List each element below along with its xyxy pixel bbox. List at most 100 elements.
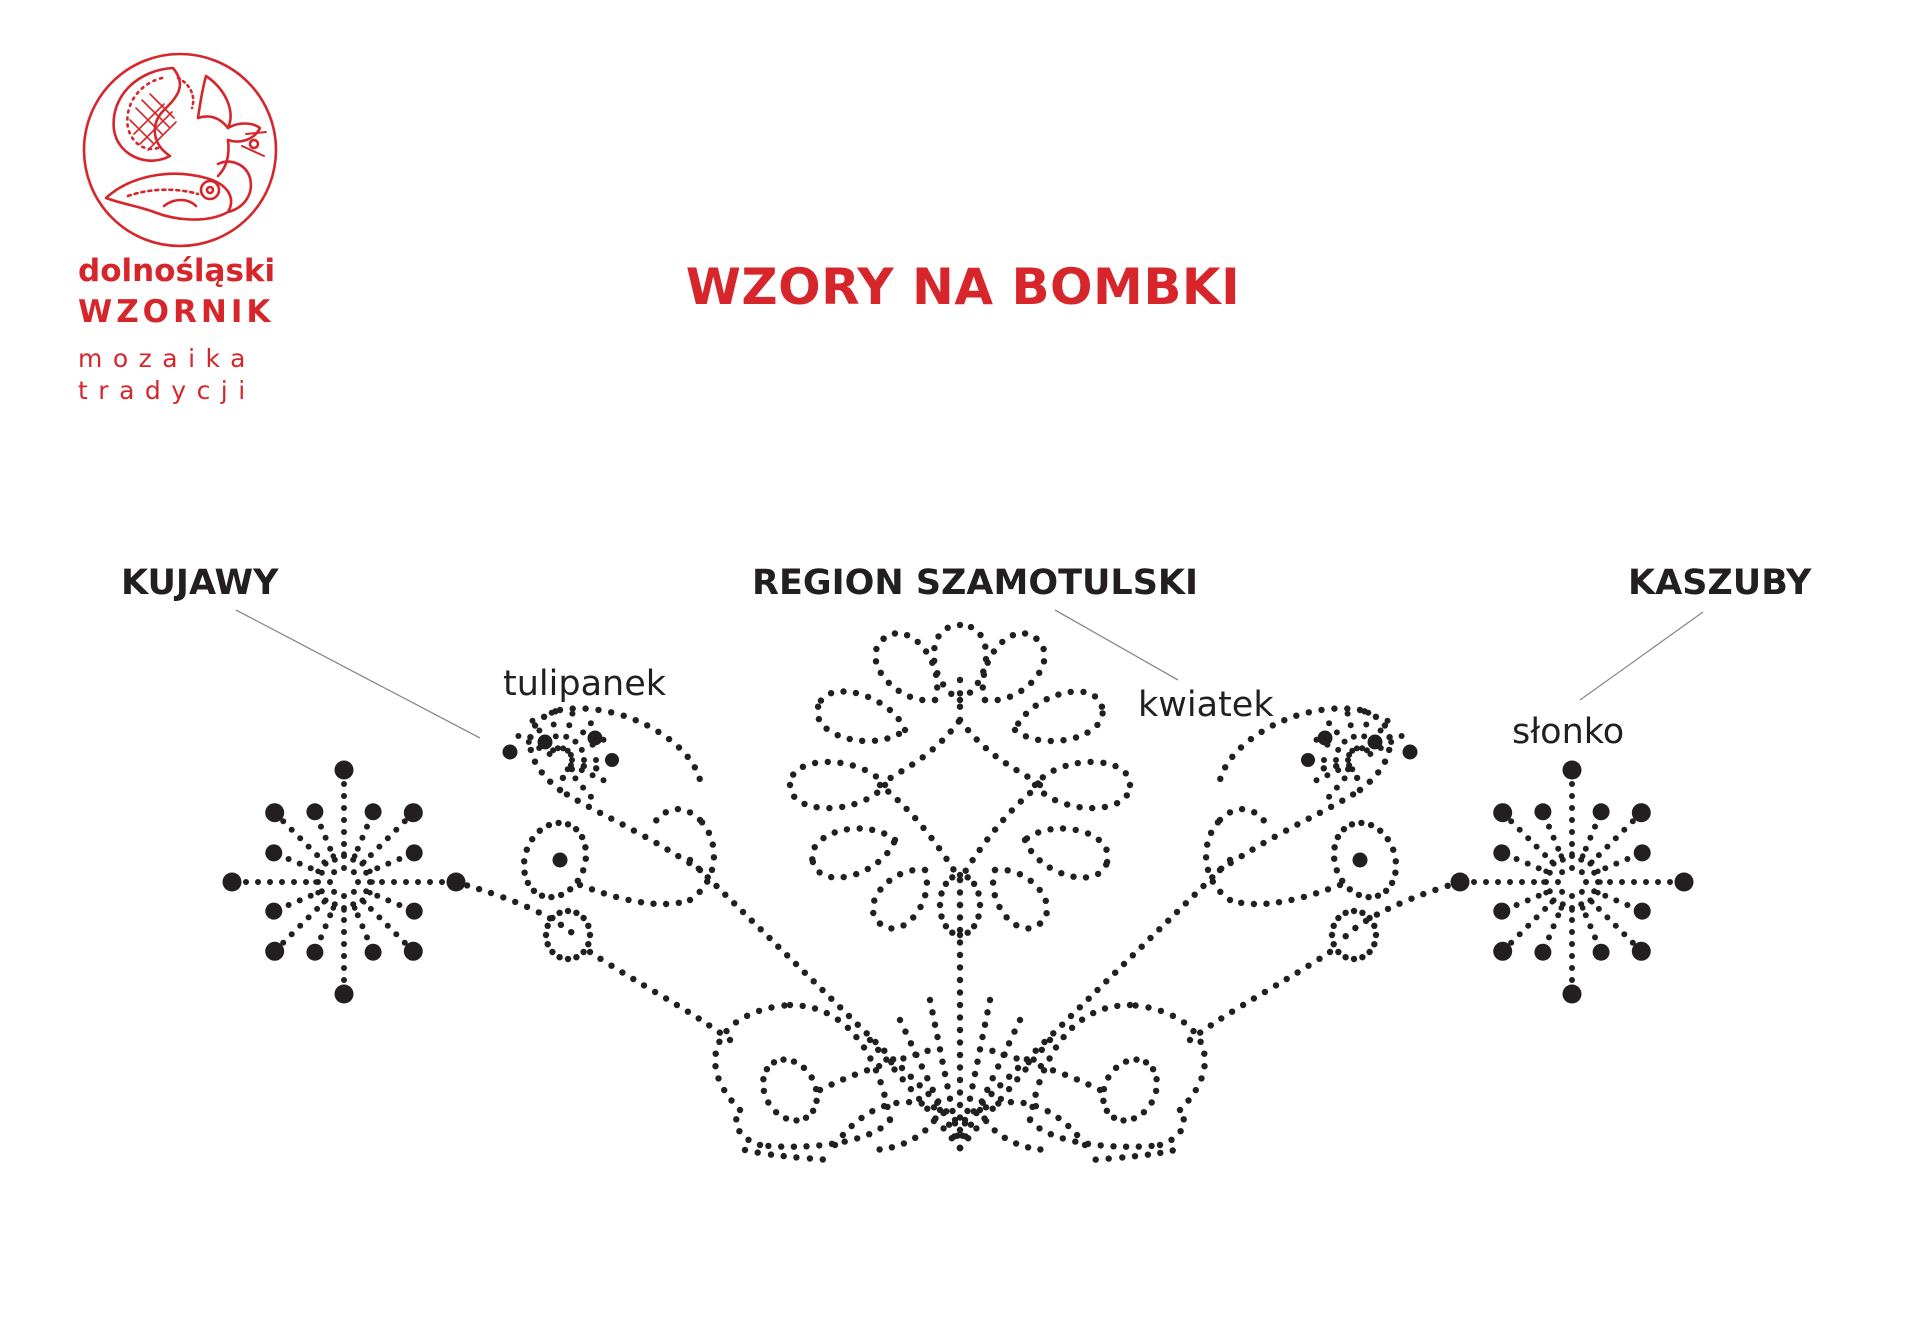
pattern-dot <box>1201 1063 1208 1070</box>
pattern-dot <box>580 948 587 956</box>
pattern-dot <box>880 1102 888 1110</box>
pattern-dot <box>816 1142 823 1149</box>
pattern-dot <box>588 886 596 893</box>
pattern-dot <box>1345 757 1351 763</box>
pattern-dot <box>674 805 682 813</box>
pattern-dot <box>564 955 572 963</box>
pattern-dot <box>866 1131 873 1138</box>
pattern-dot <box>608 962 615 969</box>
pattern-dot <box>1569 805 1575 811</box>
pattern-dot <box>318 823 324 830</box>
pattern-dot <box>1621 931 1628 938</box>
pattern-dot <box>502 744 518 760</box>
pattern-dot <box>1036 1125 1043 1132</box>
pattern-dot <box>1358 819 1365 827</box>
pattern-dot <box>778 1143 785 1150</box>
pattern-dot <box>808 1074 815 1081</box>
pattern-dot <box>587 720 594 727</box>
pattern-dot <box>813 804 820 811</box>
pattern-dot <box>1126 1001 1134 1009</box>
pattern-dot <box>1579 905 1586 911</box>
logo-line-3: mozaika <box>78 344 256 373</box>
pattern-dot <box>881 1047 888 1054</box>
pattern-dot <box>1516 826 1523 833</box>
pattern-dot <box>770 1059 778 1066</box>
pattern-dot <box>341 907 347 913</box>
pattern-dot <box>733 1116 740 1123</box>
pattern-dot <box>385 897 392 904</box>
pattern-dot <box>1216 816 1224 824</box>
pattern-dot <box>564 907 572 915</box>
pattern-dot <box>775 943 782 950</box>
pattern-dot <box>1238 805 1246 813</box>
pattern-dot <box>1004 867 1011 874</box>
pattern-dot <box>552 733 559 740</box>
pattern-dot <box>1288 896 1295 904</box>
pattern-dot <box>314 905 321 912</box>
pattern-dot <box>1192 1086 1200 1094</box>
pattern-dot <box>1569 793 1575 799</box>
pattern-dot <box>756 1141 764 1149</box>
pattern-dot <box>662 900 670 908</box>
pattern-dot <box>828 1081 835 1088</box>
pattern-dot <box>1578 869 1585 876</box>
pattern-dot <box>1359 909 1366 916</box>
pattern-dot <box>907 1073 914 1080</box>
pattern-dot <box>867 1055 874 1062</box>
pattern-dot <box>1516 931 1523 938</box>
pattern-dot <box>662 809 669 816</box>
pattern-dot <box>1263 900 1270 907</box>
pattern-dot <box>1602 892 1609 899</box>
pattern-dot <box>956 976 964 984</box>
pattern-dot <box>979 1099 986 1106</box>
pattern-dot <box>1043 910 1050 917</box>
pattern-dot <box>364 943 382 961</box>
pattern-dot <box>573 909 580 916</box>
pattern-dot <box>956 1126 964 1134</box>
pattern-dot <box>982 643 989 650</box>
pattern-dot <box>630 827 638 834</box>
pattern-dot <box>722 891 729 898</box>
pattern-dot <box>1371 941 1378 948</box>
pattern-dot <box>849 762 856 769</box>
pattern-dot <box>1046 1036 1054 1044</box>
pattern-dot <box>757 926 764 933</box>
pattern-dot <box>608 709 615 716</box>
pattern-dot <box>839 1076 847 1083</box>
pattern-dot <box>1386 734 1393 741</box>
pattern-dot <box>1507 879 1513 885</box>
pattern-dot <box>341 917 347 923</box>
pattern-dot <box>585 941 592 948</box>
pattern-dot <box>587 793 594 800</box>
pattern-dot <box>900 922 907 929</box>
pattern-dot <box>512 898 519 906</box>
pattern-dot <box>1355 891 1363 899</box>
pattern-dot <box>405 844 423 862</box>
pattern-dot <box>1006 1073 1013 1080</box>
pattern-dot <box>884 735 891 742</box>
pattern-dot <box>942 880 950 887</box>
pattern-dot <box>279 879 285 885</box>
pattern-dot <box>705 829 713 836</box>
pattern-dot <box>595 706 602 714</box>
pattern-dot <box>748 917 755 924</box>
pattern-dot <box>1388 879 1396 887</box>
pattern-dot <box>341 817 347 823</box>
pattern-dot <box>989 1075 996 1082</box>
pattern-dot <box>1103 978 1110 985</box>
pattern-dot <box>888 1144 896 1151</box>
pattern-dot <box>966 689 974 696</box>
pattern-dot <box>872 773 880 780</box>
pattern-dot <box>886 1116 894 1124</box>
pattern-dot <box>696 816 704 824</box>
pattern-dot <box>305 843 312 850</box>
pattern-dot <box>932 671 940 678</box>
pattern-dot <box>376 914 383 921</box>
pattern-dot <box>1353 774 1361 782</box>
pattern-dot <box>1326 720 1333 727</box>
pattern-dot <box>1130 1115 1138 1122</box>
pattern-dot <box>1524 897 1531 904</box>
pattern-dot <box>1103 846 1110 853</box>
pattern-dot <box>956 1064 964 1071</box>
pattern-dot <box>330 853 337 859</box>
